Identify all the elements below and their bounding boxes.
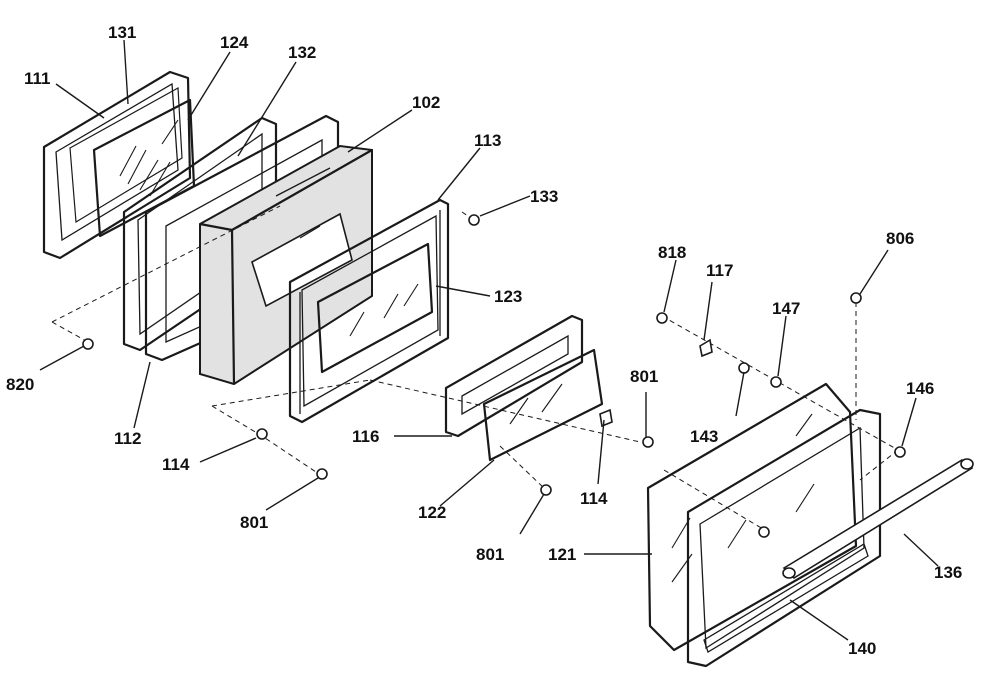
label-820: 820 xyxy=(6,375,34,394)
label-121: 121 xyxy=(548,545,576,564)
part-111-back-panel xyxy=(42,70,192,260)
part-122-glass xyxy=(482,348,604,462)
label-111: 111 xyxy=(24,69,51,88)
leader-lines xyxy=(39,39,939,641)
label-113: 113 xyxy=(474,131,501,150)
part-131-glass xyxy=(69,87,183,224)
label-806: 806 xyxy=(886,229,914,248)
screw-818 xyxy=(656,312,668,324)
label-136: 136 xyxy=(934,563,962,582)
label-114-left: 114 xyxy=(162,455,190,474)
screw-820 xyxy=(82,338,94,350)
label-123: 123 xyxy=(494,287,522,306)
label-117: 117 xyxy=(706,261,733,280)
screw-801-right xyxy=(642,436,654,448)
label-132: 132 xyxy=(288,43,316,62)
label-140: 140 xyxy=(848,639,876,658)
part-123-glass xyxy=(316,242,434,374)
part-labels: 111 131 124 132 102 113 133 123 818 117 … xyxy=(6,23,962,658)
label-143: 143 xyxy=(690,427,718,446)
label-114-right: 114 xyxy=(580,489,608,508)
label-818: 818 xyxy=(658,243,686,262)
label-102: 102 xyxy=(412,93,440,112)
bushing-146 xyxy=(894,446,906,458)
label-124: 124 xyxy=(220,33,249,52)
bushing-143 xyxy=(738,362,750,374)
part-121-outer-glass xyxy=(646,382,858,652)
bushing-133 xyxy=(468,214,480,226)
label-801-left: 801 xyxy=(240,513,268,532)
screw-801-left xyxy=(316,468,328,480)
assembly-lines xyxy=(51,205,899,533)
label-116: 116 xyxy=(352,427,379,446)
label-147: 147 xyxy=(772,299,800,318)
label-146: 146 xyxy=(906,379,934,398)
clip-114-right xyxy=(599,408,613,428)
hardware-parts xyxy=(82,214,906,538)
label-133: 133 xyxy=(530,187,558,206)
clip-114-left xyxy=(256,428,268,440)
part-102-liner-box xyxy=(199,144,373,386)
screw-801-bottom xyxy=(540,484,552,496)
label-112: 112 xyxy=(114,429,141,448)
label-122: 122 xyxy=(418,503,446,522)
part-140-door-frame xyxy=(686,408,882,668)
part-113-inner-panel xyxy=(288,198,450,424)
label-801-bottom: 801 xyxy=(476,545,504,564)
label-131: 131 xyxy=(108,23,136,42)
part-136-handle xyxy=(782,458,974,580)
label-801-right: 801 xyxy=(630,367,658,386)
bushing-147 xyxy=(770,376,782,388)
glass-clip xyxy=(758,526,770,538)
part-116-bracket xyxy=(444,314,584,438)
screw-806 xyxy=(850,292,862,304)
clip-117 xyxy=(699,338,713,358)
